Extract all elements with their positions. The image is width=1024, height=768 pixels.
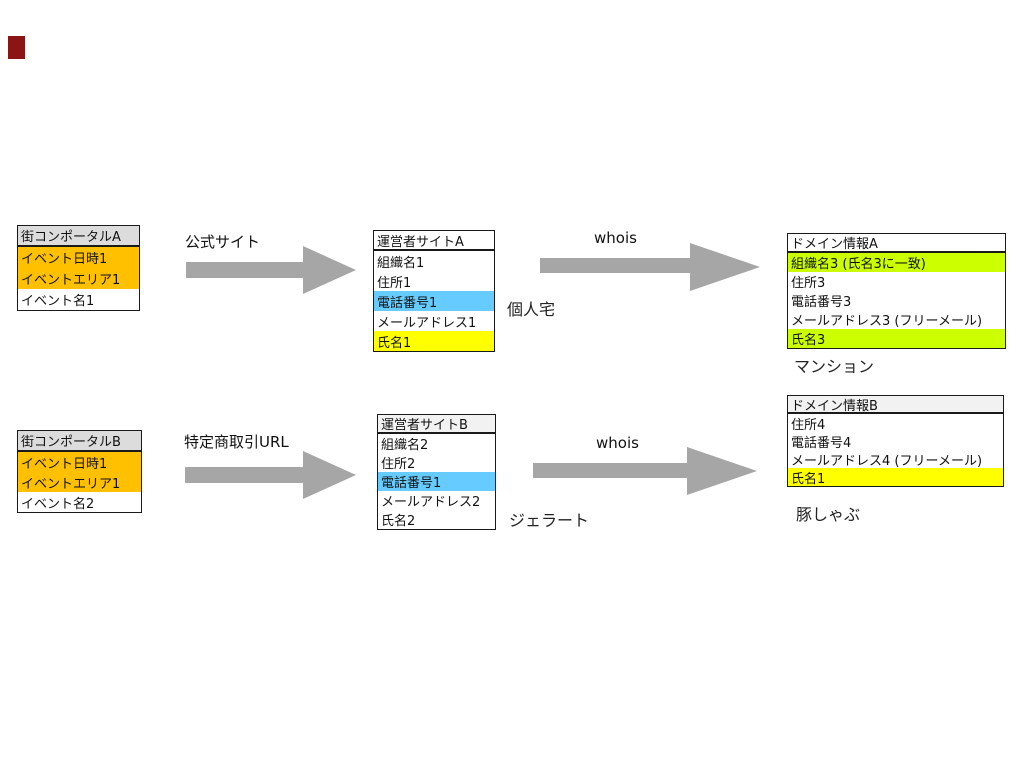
table-row: 電話番号4 [788,432,1003,451]
arrow-tokutei-head [303,451,356,499]
table-portal-a-title: 街コンポータルA [18,226,139,247]
table-domain-b: ドメイン情報B 住所4 電話番号4 メールアドレス4 (フリーメール) 氏名1 [787,395,1004,487]
note-tonshabu: 豚しゃぶ [796,505,861,524]
table-row: メールアドレス3 (フリーメール) [788,310,1005,329]
table-row: 組織名2 [378,434,495,453]
table-site-a: 運営者サイトA 組織名1 住所1 電話番号1 メールアドレス1 氏名1 [373,230,495,352]
arrow-whois-top-head [690,243,760,291]
table-row: メールアドレス1 [374,311,494,331]
table-row: 電話番号1 [374,291,494,311]
label-tokutei-url: 特定商取引URL [184,433,289,451]
arrow-official-site-head [303,246,356,294]
note-kojintaku: 個人宅 [507,300,556,319]
table-site-b-title: 運営者サイトB [378,415,495,434]
table-row: 氏名1 [374,331,494,351]
red-marker-square [8,36,25,59]
table-domain-a: ドメイン情報A 組織名3 (氏名3に一致) 住所3 電話番号3 メールアドレス3… [787,233,1006,349]
table-row: 電話番号3 [788,291,1005,310]
table-row: イベント名1 [18,289,139,310]
table-row: 組織名1 [374,251,494,271]
table-portal-b-title: 街コンポータルB [18,431,141,452]
table-row: 住所4 [788,414,1003,433]
label-whois-bottom: whois [596,434,639,452]
table-row: イベントエリア1 [18,268,139,289]
table-row: 組織名3 (氏名3に一致) [788,253,1005,272]
arrow-whois-bottom-shaft [533,463,687,478]
table-row: イベント名2 [18,492,141,512]
table-domain-b-title: ドメイン情報B [788,396,1003,414]
table-row: 氏名3 [788,329,1005,348]
table-domain-a-title: ドメイン情報A [788,234,1005,253]
arrow-whois-bottom-head [687,447,757,495]
note-mansion: マンション [794,357,875,376]
table-row: メールアドレス2 [378,491,495,510]
table-row: イベント日時1 [18,452,141,472]
table-row: 氏名2 [378,510,495,529]
arrow-tokutei-shaft [185,467,303,483]
arrow-whois-top-shaft [540,258,690,273]
table-row: 電話番号1 [378,472,495,491]
label-whois-top: whois [594,229,637,247]
table-row: 氏名1 [788,468,1003,487]
table-site-b: 運営者サイトB 組織名2 住所2 電話番号1 メールアドレス2 氏名2 [377,414,496,530]
table-portal-b: 街コンポータルB イベント日時1 イベントエリア1 イベント名2 [17,430,142,513]
table-row: 住所1 [374,271,494,291]
table-row: 住所3 [788,272,1005,291]
arrow-official-site-shaft [186,262,303,278]
table-site-a-title: 運営者サイトA [374,231,494,251]
table-row: メールアドレス4 (フリーメール) [788,450,1003,469]
table-row: イベント日時1 [18,247,139,268]
table-portal-a: 街コンポータルA イベント日時1 イベントエリア1 イベント名1 [17,225,140,311]
note-gelato: ジェラート [509,511,590,530]
label-official-site: 公式サイト [185,233,261,251]
table-row: イベントエリア1 [18,472,141,492]
table-row: 住所2 [378,453,495,472]
